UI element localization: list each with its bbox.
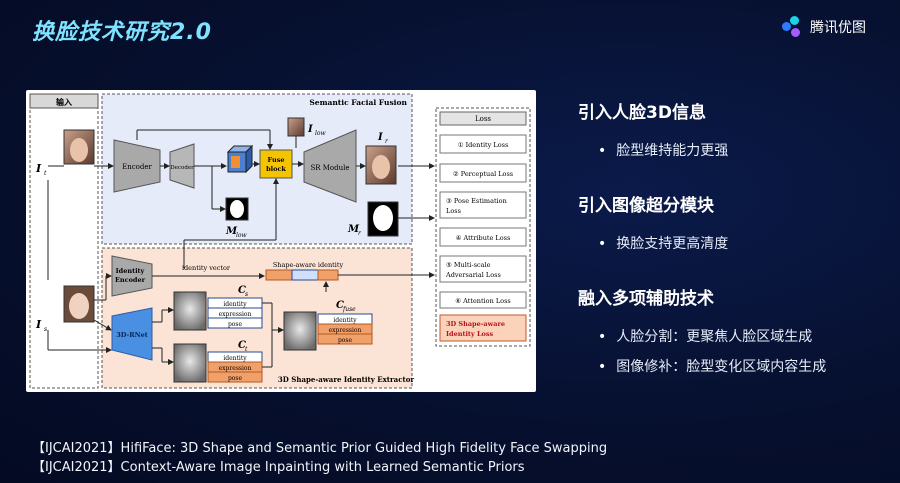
svg-text:⑤ Multi-scale: ⑤ Multi-scale — [446, 261, 491, 269]
brand: 腾讯优图 — [782, 16, 866, 38]
loss-item-attention — [439, 291, 527, 309]
sr-module-block — [303, 129, 357, 203]
svg-text:identity: identity — [333, 317, 357, 324]
bullet-inpainting: 图像修补：脸型变化区域内容生成 — [598, 356, 878, 375]
svg-text:I: I — [307, 124, 313, 135]
svg-text:Identity: Identity — [116, 267, 145, 275]
svg-text:r: r — [358, 230, 362, 237]
section-heading-3d: 引入人脸3D信息 — [578, 103, 706, 123]
svg-text:s: s — [245, 291, 248, 298]
svg-text:expression: expression — [219, 365, 252, 372]
svg-text:3D-RNet: 3D-RNet — [116, 331, 147, 339]
svg-text:fuse: fuse — [342, 306, 356, 313]
reference-hififace: 【IJCAI2021】HifiFace: 3D Shape and Semant… — [32, 441, 608, 456]
bullet-3d-shape: 脸型维持能力更强 — [598, 140, 878, 159]
svg-text:pose: pose — [228, 375, 243, 382]
loss-item-adversarial — [439, 255, 527, 283]
bullet-sr: 换脸支持更高清度 — [598, 233, 878, 252]
svg-text:low: low — [236, 232, 248, 239]
svg-text:t: t — [44, 170, 47, 177]
svg-text:identity: identity — [223, 355, 247, 362]
svg-text:I: I — [377, 132, 383, 143]
svg-text:identity: identity — [223, 301, 247, 308]
svg-text:Loss: Loss — [446, 207, 461, 215]
source-3d-mesh-image — [173, 291, 207, 331]
svg-text:⑥ Attention Loss: ⑥ Attention Loss — [455, 297, 511, 305]
svg-text:t: t — [245, 346, 248, 353]
loss-item-shape-aware — [439, 314, 527, 342]
svg-text:s: s — [44, 326, 47, 333]
svg-text:SR Module: SR Module — [310, 164, 349, 172]
architecture-diagram: 输入 Semantic Facial Fusion 3D Shape-aware… — [26, 90, 536, 392]
svg-text:expression: expression — [329, 327, 362, 334]
svg-text:Identity Loss: Identity Loss — [446, 330, 494, 338]
input-label: 输入 — [56, 97, 72, 107]
loss-item-identity — [439, 134, 527, 154]
fused-coeff-pose — [317, 333, 373, 345]
identity-encoder-block — [111, 255, 153, 297]
reference-inpainting: 【IJCAI2021】Context-Aware Image Inpaintin… — [32, 460, 525, 475]
svg-text:Shape-aware identity: Shape-aware identity — [273, 261, 344, 269]
target-coeff-pose — [207, 371, 263, 383]
low-res-output-image — [287, 117, 305, 137]
svg-text:identity vector: identity vector — [182, 264, 231, 272]
svg-text:expression: expression — [219, 311, 252, 318]
encoder-block — [113, 139, 161, 193]
extractor-label: 3D Shape-aware Identity Extractor — [278, 375, 414, 384]
shape-aware-identity-vector — [265, 269, 293, 281]
svg-text:M: M — [225, 226, 238, 237]
decoder-block — [169, 143, 195, 189]
svg-text:block: block — [266, 165, 286, 173]
svg-text:③ Pose Estimation: ③ Pose Estimation — [446, 197, 507, 205]
brand-name: 腾讯优图 — [810, 20, 866, 36]
semantic-fusion-label: Semantic Facial Fusion — [309, 98, 407, 107]
svg-text:C: C — [336, 300, 344, 311]
svg-text:r: r — [385, 138, 389, 145]
svg-text:Adversarial Loss: Adversarial Loss — [445, 271, 501, 279]
svg-text:C: C — [238, 285, 246, 296]
fused-3d-mesh-image — [283, 311, 317, 351]
brand-logo-icon — [782, 16, 804, 38]
svg-text:① Identity Loss: ① Identity Loss — [458, 141, 509, 149]
section-heading-sr: 引入图像超分模块 — [578, 196, 714, 216]
svg-text:pose: pose — [338, 337, 353, 344]
svg-text:Decoder: Decoder — [170, 165, 194, 171]
svg-text:3D Shape-aware: 3D Shape-aware — [446, 320, 505, 328]
svg-text:Encoder: Encoder — [122, 163, 152, 171]
svg-text:C: C — [238, 340, 246, 351]
loss-header: Loss — [475, 115, 491, 123]
svg-text:I: I — [35, 162, 42, 175]
bullet-segmentation: 人脸分割：更聚焦人脸区域生成 — [598, 326, 878, 345]
target-3d-mesh-image — [173, 343, 207, 383]
fuse-block — [259, 149, 293, 179]
svg-text:④ Attribute Loss: ④ Attribute Loss — [456, 234, 511, 242]
references: 【IJCAI2021】HifiFace: 3D Shape and Semant… — [32, 439, 607, 477]
input-panel — [29, 93, 99, 389]
svg-text:low: low — [315, 130, 327, 137]
svg-text:I: I — [35, 318, 42, 331]
feature-list: 引入人脸3D信息 脸型维持能力更强 引入图像超分模块 换脸支持更高清度 融入多项… — [578, 98, 878, 386]
slide-title: 换脸技术研究2.0 — [32, 20, 212, 45]
loss-item-attribute — [439, 227, 527, 247]
svg-text:Fuse: Fuse — [267, 156, 284, 164]
rnet-block — [111, 307, 153, 361]
loss-item-pose — [439, 191, 527, 219]
svg-text:② Perceptual Loss: ② Perceptual Loss — [453, 170, 513, 178]
svg-text:Encoder: Encoder — [115, 276, 146, 284]
svg-text:M: M — [347, 224, 360, 235]
section-heading-aux: 融入多项辅助技术 — [578, 289, 714, 309]
svg-text:pose: pose — [228, 321, 243, 328]
loss-item-perceptual — [439, 163, 527, 183]
source-coeff-pose — [207, 317, 263, 329]
